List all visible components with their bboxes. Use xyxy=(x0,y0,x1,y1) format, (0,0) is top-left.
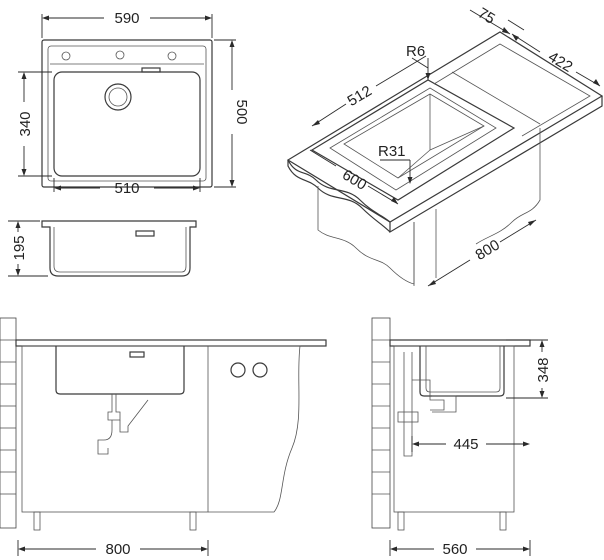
dim-195: 195 xyxy=(8,220,48,277)
dim-590: 590 xyxy=(41,10,213,38)
dim-800-front: 800 xyxy=(17,540,209,558)
dim-445: 445 xyxy=(411,436,530,453)
dim-422: 422 xyxy=(511,33,601,87)
isometric-view xyxy=(286,31,604,286)
label-348: 348 xyxy=(535,357,552,382)
label-512: 512 xyxy=(345,82,375,109)
front-cabinet-view xyxy=(0,317,327,531)
label-195: 195 xyxy=(11,235,28,260)
dim-r6: R6 xyxy=(406,43,431,80)
dim-800-iso: 800 xyxy=(427,219,537,287)
label-800-iso: 800 xyxy=(473,236,503,263)
label-r31: R31 xyxy=(378,143,406,160)
dim-348: 348 xyxy=(506,339,552,399)
label-340: 340 xyxy=(17,111,34,136)
label-500: 500 xyxy=(233,99,250,124)
label-r6: R6 xyxy=(406,43,425,60)
dim-340: 340 xyxy=(17,71,52,177)
dim-560: 560 xyxy=(389,540,531,558)
dim-r31: R31 xyxy=(378,143,413,184)
label-445: 445 xyxy=(453,436,478,453)
label-590: 590 xyxy=(114,10,139,27)
label-75: 75 xyxy=(475,5,498,28)
label-422: 422 xyxy=(545,48,575,75)
dim-75: 75 xyxy=(469,5,525,35)
side-cabinet-view xyxy=(371,317,531,531)
dim-500: 500 xyxy=(214,39,250,188)
dim-510: 510 xyxy=(53,178,201,197)
section-view xyxy=(41,220,197,277)
label-800-front: 800 xyxy=(105,541,130,558)
label-510: 510 xyxy=(114,180,139,197)
label-560: 560 xyxy=(442,541,467,558)
top-view xyxy=(41,39,213,188)
